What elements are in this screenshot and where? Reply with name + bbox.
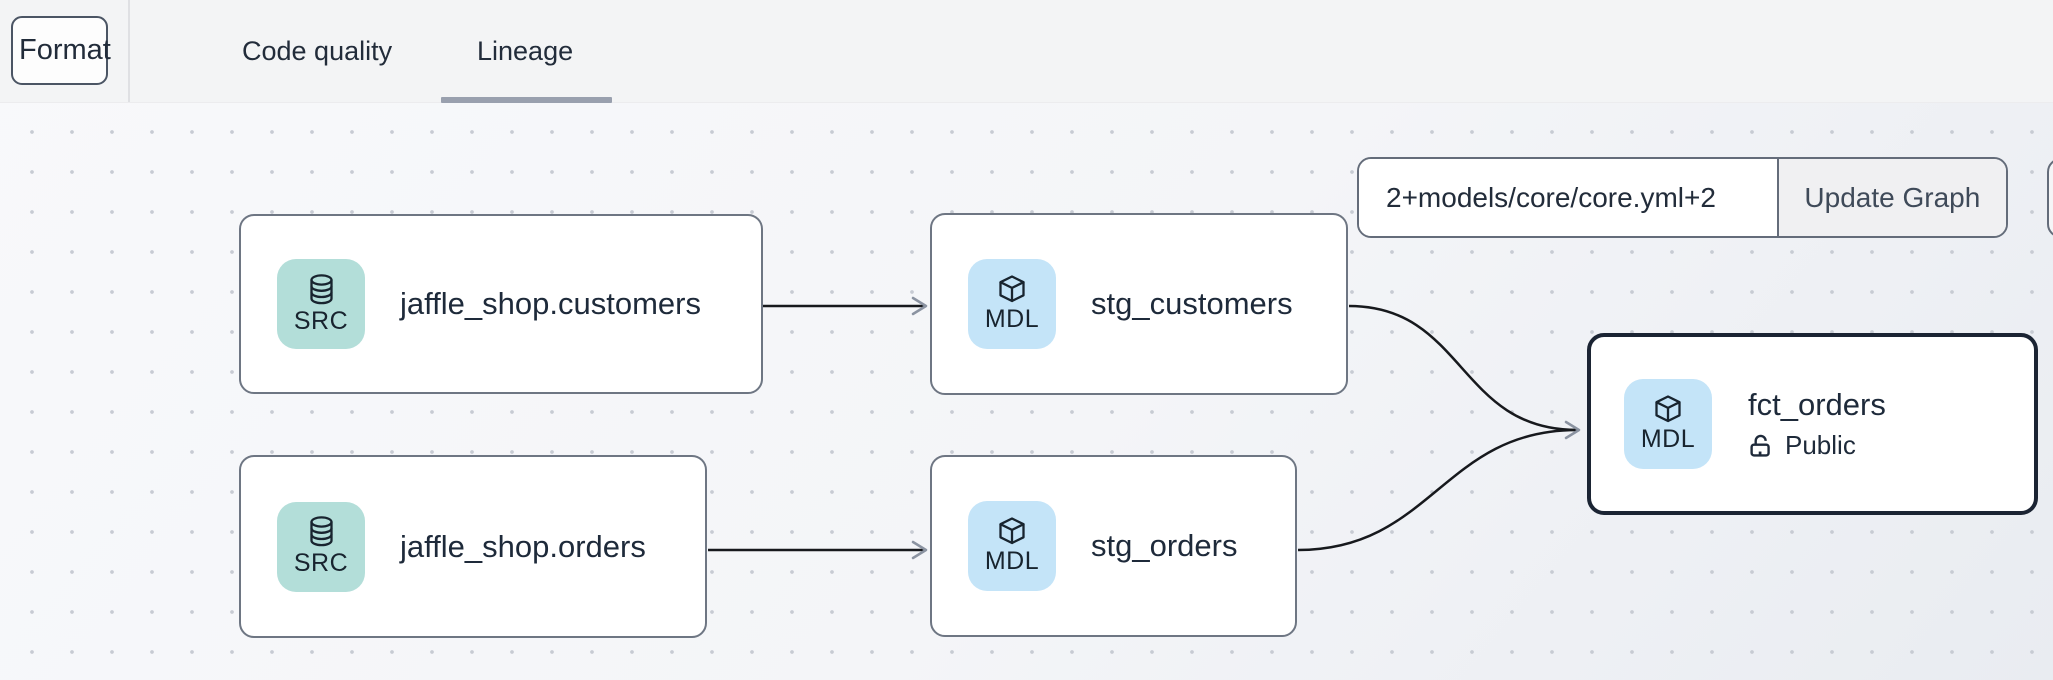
active-tab-underline [441,97,612,103]
cube-icon [999,517,1025,545]
toolbar: Format Code quality Lineage [0,0,2053,103]
selector-input[interactable] [1359,159,1777,236]
lineage-node-jaffle-shop-orders[interactable]: SRC jaffle_shop.orders [239,455,707,638]
badge-label: MDL [984,547,1040,575]
lineage-node-stg-customers[interactable]: MDL stg_customers [930,213,1348,395]
lineage-node-fct-orders[interactable]: MDL fct_orders Public [1587,333,2038,515]
cube-icon [999,275,1025,303]
node-label: jaffle_shop.orders [400,528,646,564]
format-button[interactable]: Format [11,16,111,85]
access-row: Public [1748,430,1886,461]
toolbar-divider [128,0,130,102]
source-badge: SRC [277,259,365,349]
model-badge: MDL [1624,379,1712,469]
node-label: fct_orders [1748,387,1886,422]
badge-label: MDL [1640,425,1696,453]
lineage-node-jaffle-shop-customers[interactable]: SRC jaffle_shop.customers [239,214,763,394]
tab-lineage[interactable]: Lineage [477,0,573,102]
lineage-node-stg-orders[interactable]: MDL stg_orders [930,455,1297,637]
database-icon [309,516,333,547]
cube-icon [1655,395,1681,423]
model-badge: MDL [968,501,1056,591]
node-label: stg_orders [1091,528,1238,563]
tab-code-quality[interactable]: Code quality [242,0,392,102]
source-badge: SRC [277,501,365,592]
badge-label: SRC [293,306,349,335]
badge-label: SRC [293,549,349,577]
lock-open-icon [1750,434,1770,457]
graph-control-button-cutoff[interactable] [2047,158,2053,238]
node-label: jaffle_shop.customers [400,286,701,321]
graph-selector-group: Update Graph [1357,157,2008,238]
database-icon [309,273,333,304]
badge-label: MDL [984,305,1040,333]
access-label: Public [1785,430,1856,460]
node-label: stg_customers [1091,286,1293,321]
model-badge: MDL [968,259,1056,349]
update-graph-button[interactable]: Update Graph [1776,159,2006,236]
